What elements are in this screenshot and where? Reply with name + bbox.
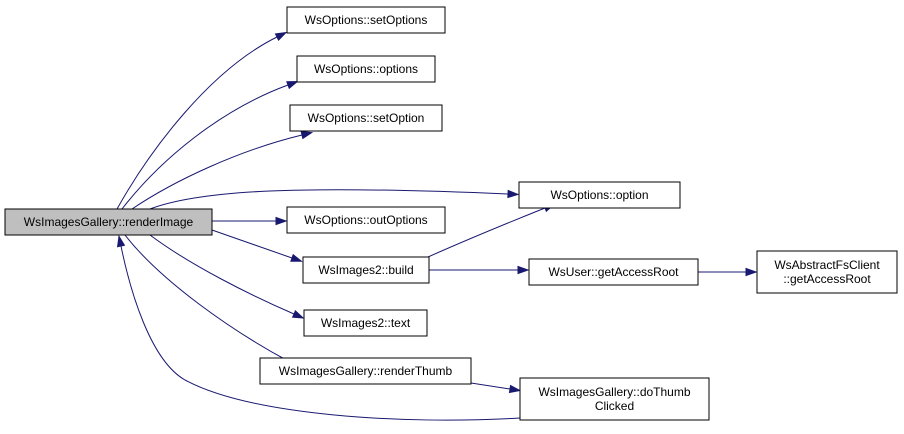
node-label: WsAbstractFsClient	[774, 258, 880, 272]
edge-renderImage-to-outOptions	[212, 216, 288, 226]
node-option[interactable]: WsOptions::option	[518, 181, 681, 209]
node-label: WsOptions::option	[550, 188, 648, 202]
node-box	[286, 206, 446, 234]
edge-line	[124, 234, 291, 363]
edge-renderImage-to-option	[149, 189, 520, 210]
node-box	[259, 357, 472, 385]
node-build[interactable]: WsImages2::build	[302, 256, 430, 284]
edge-renderThumb-to-doThumbClicked	[470, 382, 522, 394]
node-fsGetAccessRoot[interactable]: WsAbstractFsClient::getAccessRoot	[756, 250, 898, 294]
edge-line	[149, 234, 295, 315]
edge-line	[149, 189, 509, 210]
edge-renderImage-to-build	[211, 229, 303, 262]
node-label: ::getAccessRoot	[783, 272, 871, 286]
node-box	[756, 250, 898, 294]
node-box	[519, 377, 710, 421]
edge-build-to-option	[427, 203, 556, 258]
node-label: WsImages2::build	[318, 263, 413, 277]
edge-getAccessRoot-to-fsGetAccessRoot	[698, 267, 758, 277]
arrow-head	[275, 216, 288, 226]
arrow-head	[507, 189, 520, 199]
arrow-head	[745, 267, 758, 277]
node-label: WsImagesGallery::renderImage	[24, 215, 194, 229]
edge-doThumbClicked-to-renderImage	[116, 234, 521, 421]
node-label: Clicked	[595, 399, 634, 413]
node-box	[528, 258, 699, 286]
edge-renderImage-to-setOptions	[116, 31, 288, 210]
node-box	[303, 309, 428, 337]
node-getAccessRoot[interactable]: WsUser::getAccessRoot	[528, 258, 699, 286]
call-nodes: WsImagesGallery::renderImage WsOptions::s…	[4, 6, 898, 421]
edge-line	[116, 36, 278, 210]
arrow-head	[286, 81, 299, 90]
node-options[interactable]: WsOptions::options	[296, 55, 436, 83]
node-renderThumb[interactable]: WsImagesGallery::renderThumb	[259, 357, 472, 385]
node-label: WsOptions::outOptions	[304, 213, 427, 227]
node-box	[518, 181, 681, 209]
node-renderImage[interactable]: WsImagesGallery::renderImage	[4, 208, 213, 236]
call-edges	[116, 31, 758, 421]
node-setOptions[interactable]: WsOptions::setOptions	[286, 6, 446, 34]
edge-line	[131, 134, 303, 210]
node-setOption[interactable]: WsOptions::setOption	[289, 104, 443, 132]
edge-build-to-getAccessRoot	[429, 265, 530, 275]
arrow-head	[508, 384, 522, 394]
node-box	[4, 208, 213, 236]
arrow-head	[290, 253, 303, 262]
edge-renderImage-to-setOption	[131, 131, 314, 210]
arrow-head	[274, 31, 288, 41]
edge-renderImage-to-text	[149, 234, 305, 319]
edge-line	[470, 382, 511, 390]
node-label: WsImagesGallery::doThumb	[538, 385, 690, 399]
node-box	[296, 55, 436, 83]
node-label: WsImagesGallery::renderThumb	[279, 364, 453, 378]
node-label: WsImages2::text	[321, 316, 411, 330]
edge-line	[120, 245, 521, 421]
edge-line	[427, 207, 546, 258]
edge-renderImage-to-options	[121, 81, 299, 210]
node-label: WsOptions::options	[314, 62, 418, 76]
arrow-head	[291, 309, 305, 319]
edge-renderImage-to-renderThumb	[124, 234, 301, 368]
node-box	[302, 256, 430, 284]
node-label: WsOptions::setOptions	[305, 13, 428, 27]
node-outOptions[interactable]: WsOptions::outOptions	[286, 206, 446, 234]
arrow-head	[300, 131, 314, 140]
edge-line	[211, 229, 293, 259]
arrow-head	[517, 265, 530, 275]
node-label: WsUser::getAccessRoot	[548, 265, 679, 279]
node-label: WsOptions::setOption	[308, 111, 425, 125]
edge-line	[121, 84, 289, 210]
node-text[interactable]: WsImages2::text	[303, 309, 428, 337]
node-box	[289, 104, 443, 132]
arrow-head	[116, 234, 126, 248]
node-box	[286, 6, 446, 34]
